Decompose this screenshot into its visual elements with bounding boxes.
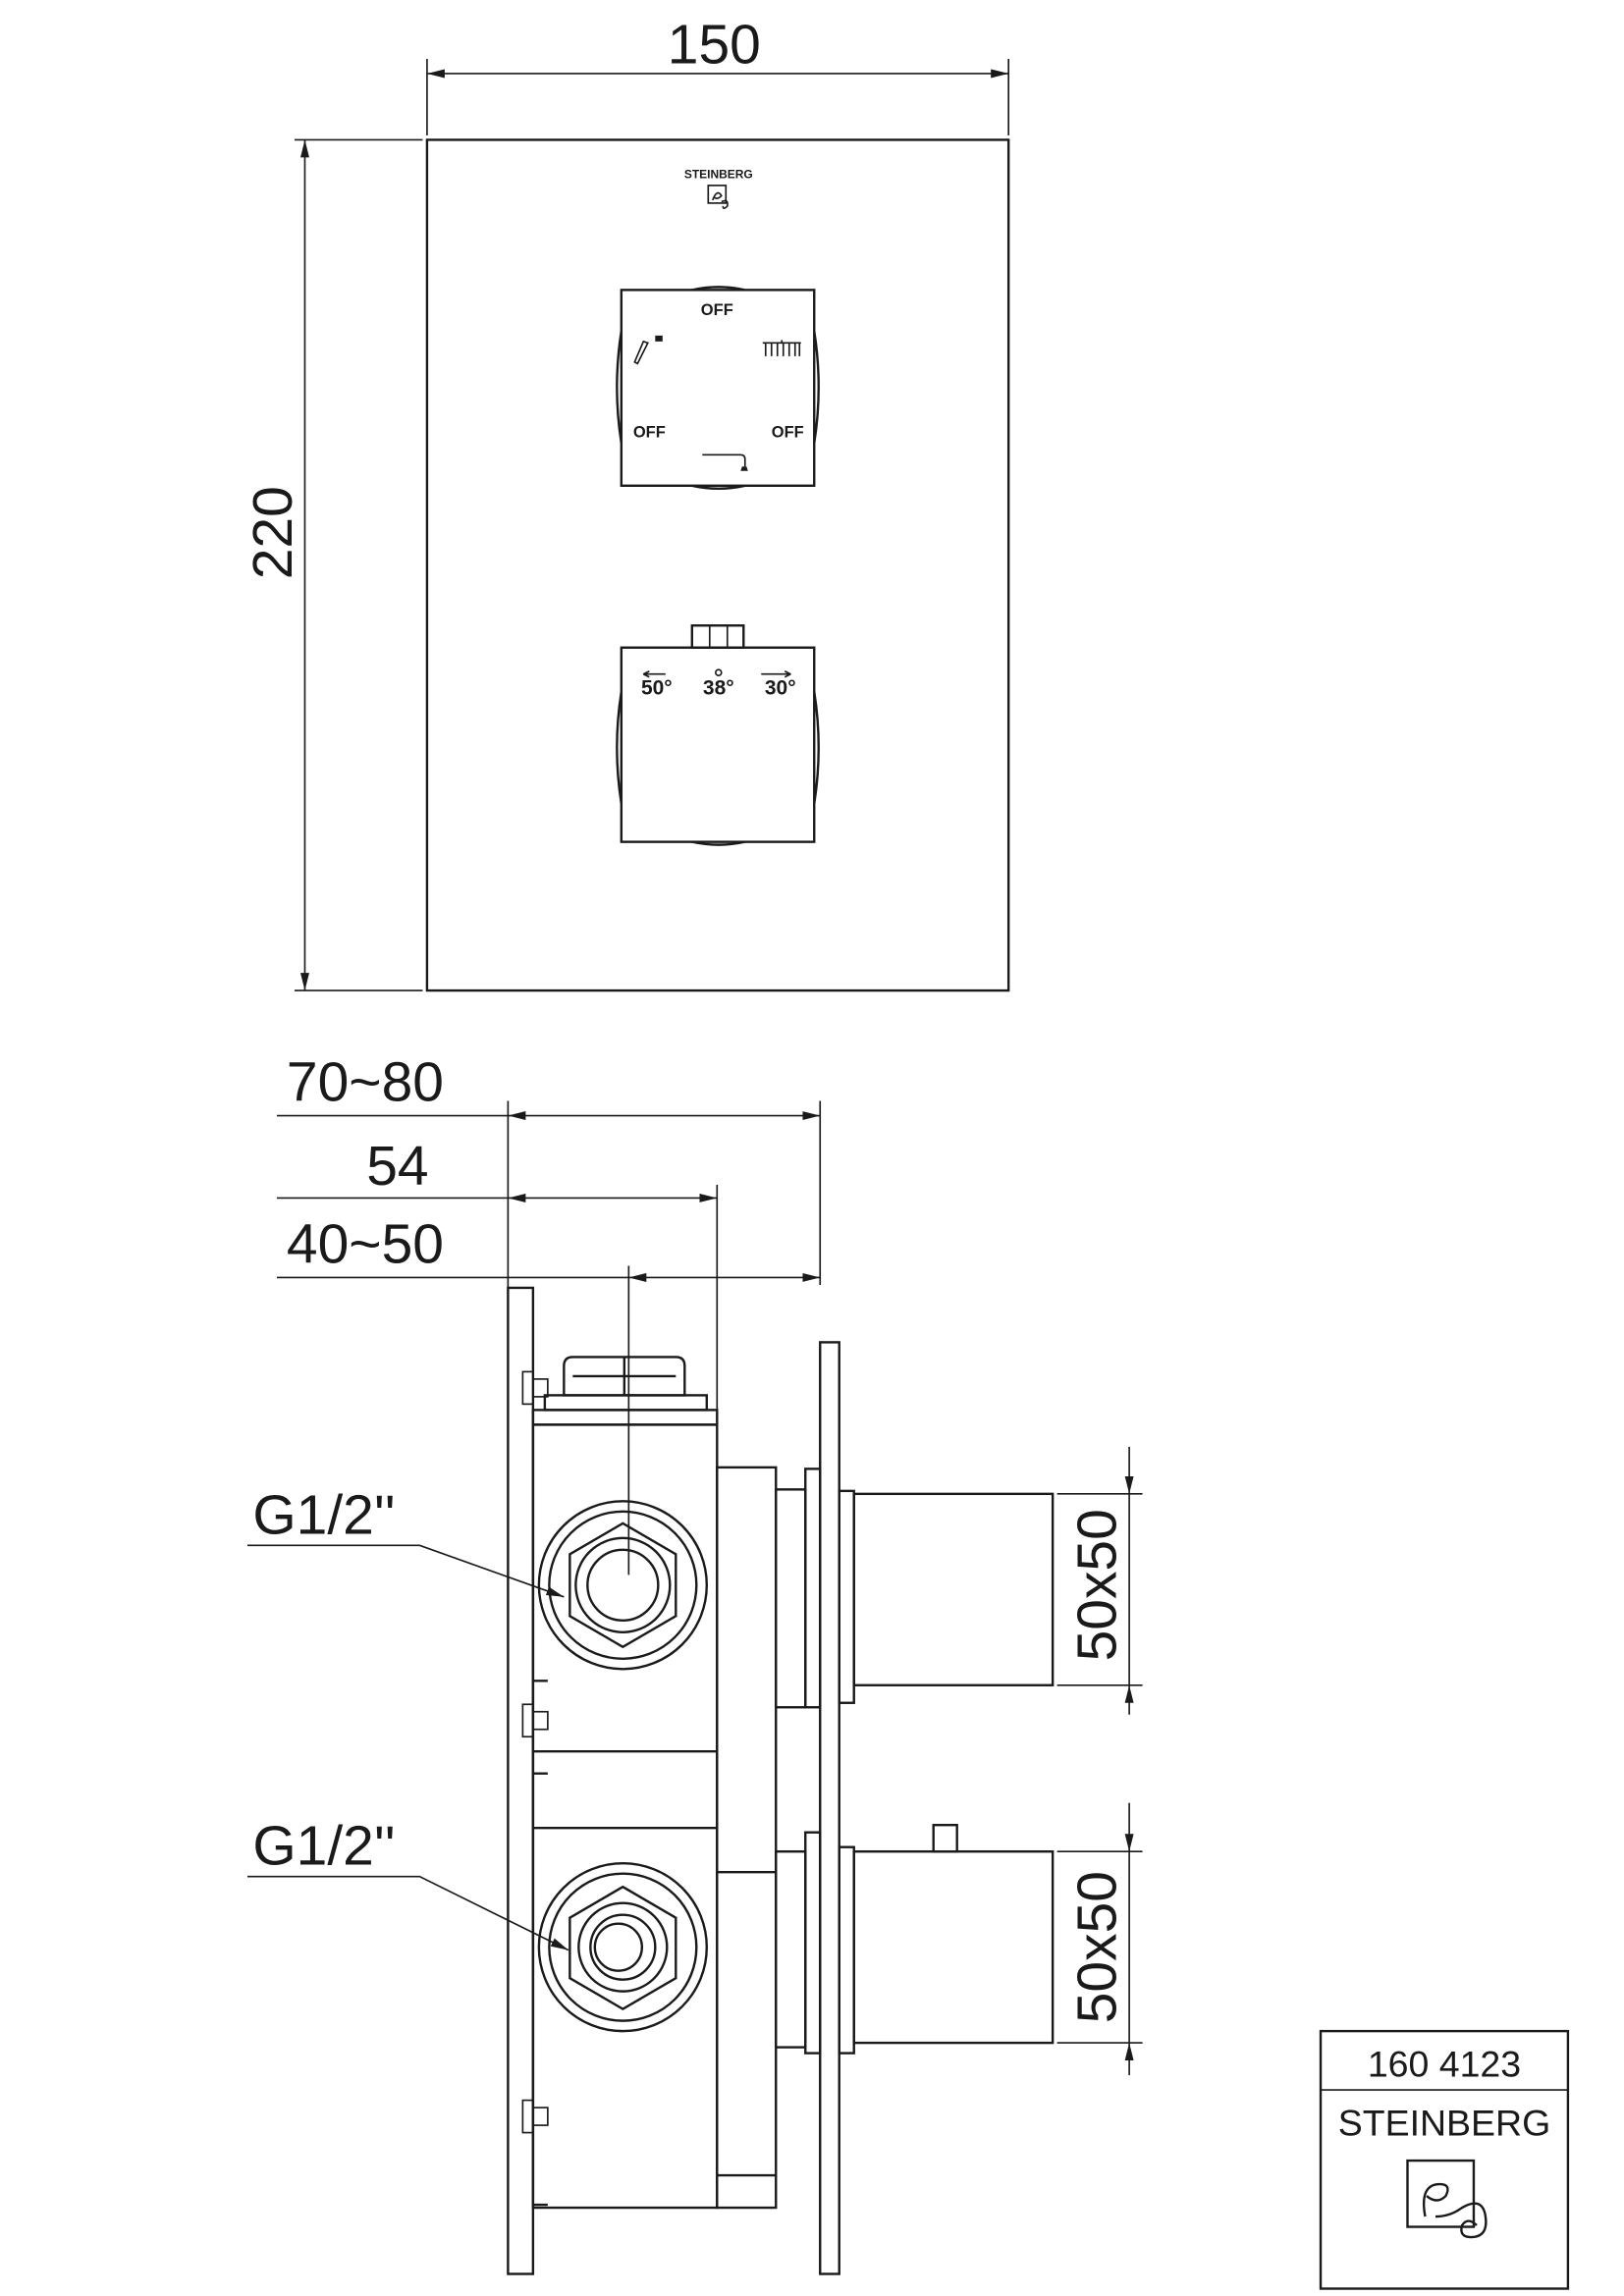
dim-50x50-top: 50x50 — [1066, 1509, 1129, 1661]
temp-label-50: 50° — [641, 677, 673, 700]
dim-70-80: 70~80 — [287, 1051, 444, 1114]
steinberg-logo-icon — [1406, 2159, 1488, 2239]
handles — [838, 1489, 1055, 2055]
width-dim-label: 150 — [668, 13, 761, 76]
diverter-off-top: OFF — [701, 301, 733, 319]
height-dimension: 220 — [242, 138, 423, 991]
thermostat-knob: 50° 38° 30° — [616, 624, 820, 846]
dim-50x50-bottom: 50x50 — [1066, 1871, 1129, 2023]
label-g12-top: G1/2'' — [252, 1483, 395, 1546]
hand-shower-icon — [633, 335, 663, 365]
label-g12-bottom: G1/2'' — [252, 1815, 395, 1878]
front-view: 150 220 STEINBERG OFF OFF OFF — [242, 13, 1010, 992]
temp-label-30: 30° — [765, 677, 796, 700]
spout-icon — [702, 454, 748, 471]
cover-plate — [425, 138, 1010, 992]
height-dim-label: 220 — [242, 486, 304, 579]
dim-40-50: 40~50 — [287, 1212, 444, 1275]
title-block-brand: STEINBERG — [1338, 2103, 1551, 2144]
valve-body — [531, 1356, 778, 2210]
rain-shower-icon — [762, 340, 801, 356]
wall-cover — [775, 1341, 840, 2275]
connection-labels: G1/2'' G1/2'' — [246, 1483, 569, 1951]
width-dimension: 150 — [426, 13, 1009, 135]
temp-label-38: 38° — [703, 677, 734, 700]
diverter-knob: OFF OFF OFF — [616, 286, 820, 490]
connection-top — [537, 1500, 708, 1671]
article-number: 160 4123 — [1368, 2044, 1521, 2085]
brand-logo: STEINBERG — [684, 167, 753, 209]
mounting-plate — [507, 1286, 549, 2275]
side-view: 70~80 54 40~50 — [246, 1051, 1143, 2275]
handle-dimensions: 50x50 50x50 — [1056, 1446, 1143, 2076]
arrow-left-icon — [642, 669, 666, 678]
center-dot-icon — [714, 668, 723, 677]
title-block: 160 4123 STEINBERG — [1319, 2029, 1570, 2290]
brand-logo-text: STEINBERG — [684, 167, 753, 181]
diverter-off-left: OFF — [633, 423, 666, 441]
connection-bottom — [537, 1861, 708, 2033]
depth-dimensions: 70~80 54 40~50 — [276, 1051, 822, 1575]
diverter-off-right: OFF — [772, 423, 804, 441]
arrow-right-icon — [761, 669, 791, 678]
dim-54: 54 — [366, 1135, 428, 1198]
